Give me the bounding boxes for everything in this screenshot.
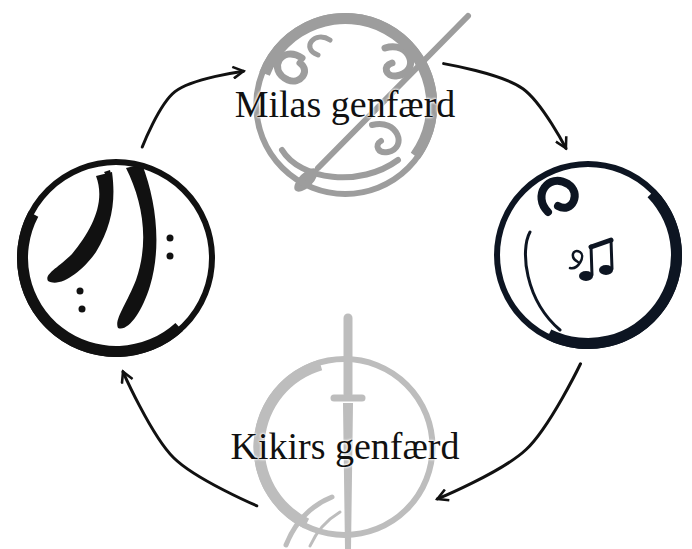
icon-circle xyxy=(493,160,683,350)
dance-icon xyxy=(47,164,173,329)
node-title: Kikirs genfærd xyxy=(230,426,459,468)
music-icon xyxy=(525,181,613,330)
circle-outline xyxy=(16,158,216,358)
cycle-arrow xyxy=(142,71,243,147)
icon-circle: Kikirs genfærd xyxy=(218,355,471,539)
brush-stroke xyxy=(17,212,183,357)
cycle-arrow xyxy=(444,64,566,149)
brush-stroke xyxy=(546,190,682,349)
icon-circle xyxy=(16,158,216,358)
icon-circle: Milas genfærd xyxy=(223,12,468,198)
circle-outline xyxy=(493,160,683,350)
node-title: Milas genfærd xyxy=(235,84,456,126)
